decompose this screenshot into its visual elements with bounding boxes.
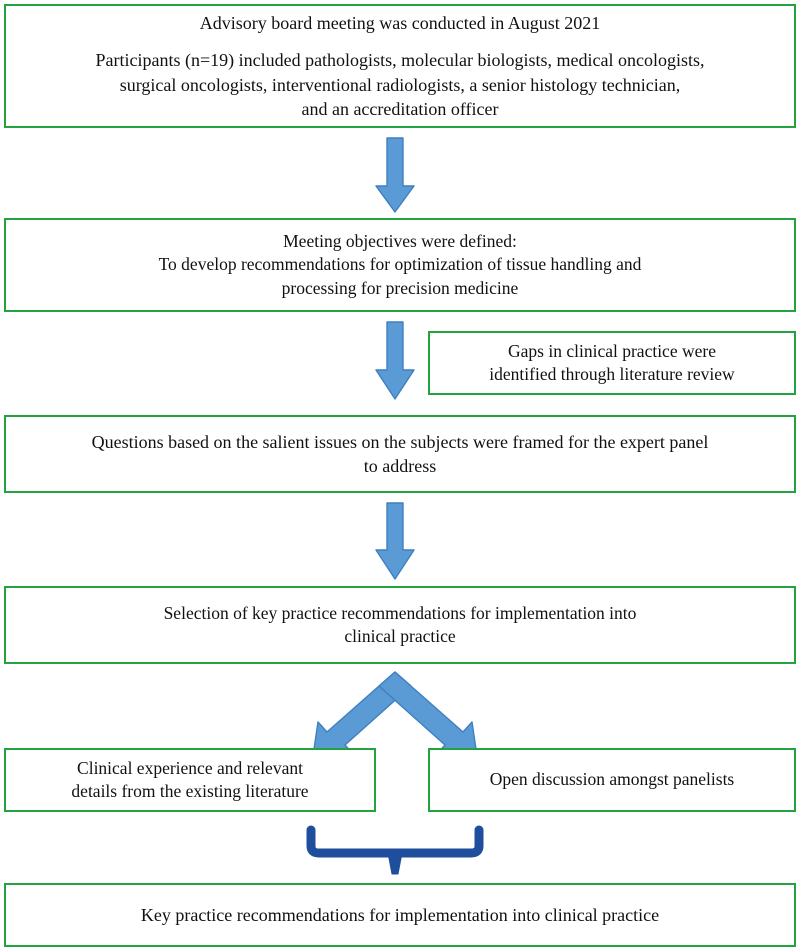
- node-selection-of-key-practice-recommendations: Selection of key practice recommendation…: [4, 586, 796, 664]
- node-advisory-line-4: and an accreditation officer: [301, 98, 499, 119]
- arrow-questions-to-selection: [375, 502, 415, 580]
- node-selection-line-2: clinical practice: [344, 626, 456, 646]
- node-selection-paragraph-1: Selection of key practice recommendation…: [164, 602, 637, 649]
- node-questions-paragraph-1: Questions based on the salient issues on…: [92, 430, 709, 478]
- node-meeting-objectives: Meeting objectives were defined: To deve…: [4, 218, 796, 312]
- node-advisory-paragraph-1: Advisory board meeting was conducted in …: [200, 11, 600, 35]
- node-questions-line-2: to address: [363, 456, 437, 476]
- node-advisory-line-1: Advisory board meeting was conducted in …: [199, 13, 601, 34]
- brace-merge-to-key-recommendations: [306, 825, 484, 858]
- node-objectives-line-1: Meeting objectives were defined:: [283, 230, 517, 251]
- node-clinexp-paragraph-1: Clinical experience and relevant details…: [71, 757, 308, 804]
- node-gaps-paragraph-1: Gaps in clinical practice were identifie…: [489, 340, 734, 387]
- node-opendisc-paragraph-1: Open discussion amongst panelists: [490, 768, 735, 791]
- arrow-advisory-to-objectives: [375, 137, 415, 213]
- brace-stem: [387, 852, 403, 875]
- node-advisory-paragraph-2: Participants (n=19) included pathologist…: [95, 48, 704, 120]
- node-keyrec-line-1: Key practice recommendations for impleme…: [140, 904, 660, 925]
- node-keyrec-paragraph-1: Key practice recommendations for impleme…: [141, 903, 659, 927]
- node-objectives-line-3: processing for precision medicine: [281, 277, 519, 298]
- node-gaps-line-1: Gaps in clinical practice were: [508, 340, 716, 361]
- node-advisory-line-2: Participants (n=19) included pathologist…: [95, 50, 705, 71]
- node-gaps-in-clinical-practice: Gaps in clinical practice were identifie…: [428, 331, 796, 395]
- node-clinical-experience-and-literature: Clinical experience and relevant details…: [4, 748, 376, 812]
- node-clinexp-line-2: details from the existing literature: [71, 781, 309, 801]
- node-objectives-line-2: To develop recommendations for optimizat…: [158, 254, 642, 275]
- node-selection-line-1: Selection of key practice recommendation…: [163, 602, 637, 623]
- node-key-practice-recommendations: Key practice recommendations for impleme…: [4, 883, 796, 947]
- node-advisory-line-3: surgical oncologists, interventional rad…: [119, 74, 681, 95]
- node-objectives-paragraph-1: Meeting objectives were defined: To deve…: [159, 230, 642, 300]
- node-opendisc-line-1: Open discussion amongst panelists: [489, 769, 735, 790]
- node-open-discussion-amongst-panelists: Open discussion amongst panelists: [428, 748, 796, 812]
- node-clinexp-line-1: Clinical experience and relevant: [77, 757, 303, 778]
- arrow-objectives-to-questions: [375, 321, 415, 400]
- node-gaps-line-2: identified through literature review: [489, 364, 735, 384]
- node-questions-for-expert-panel: Questions based on the salient issues on…: [4, 415, 796, 493]
- node-advisory-board-meeting: Advisory board meeting was conducted in …: [4, 4, 796, 128]
- node-questions-line-1: Questions based on the salient issues on…: [91, 431, 709, 452]
